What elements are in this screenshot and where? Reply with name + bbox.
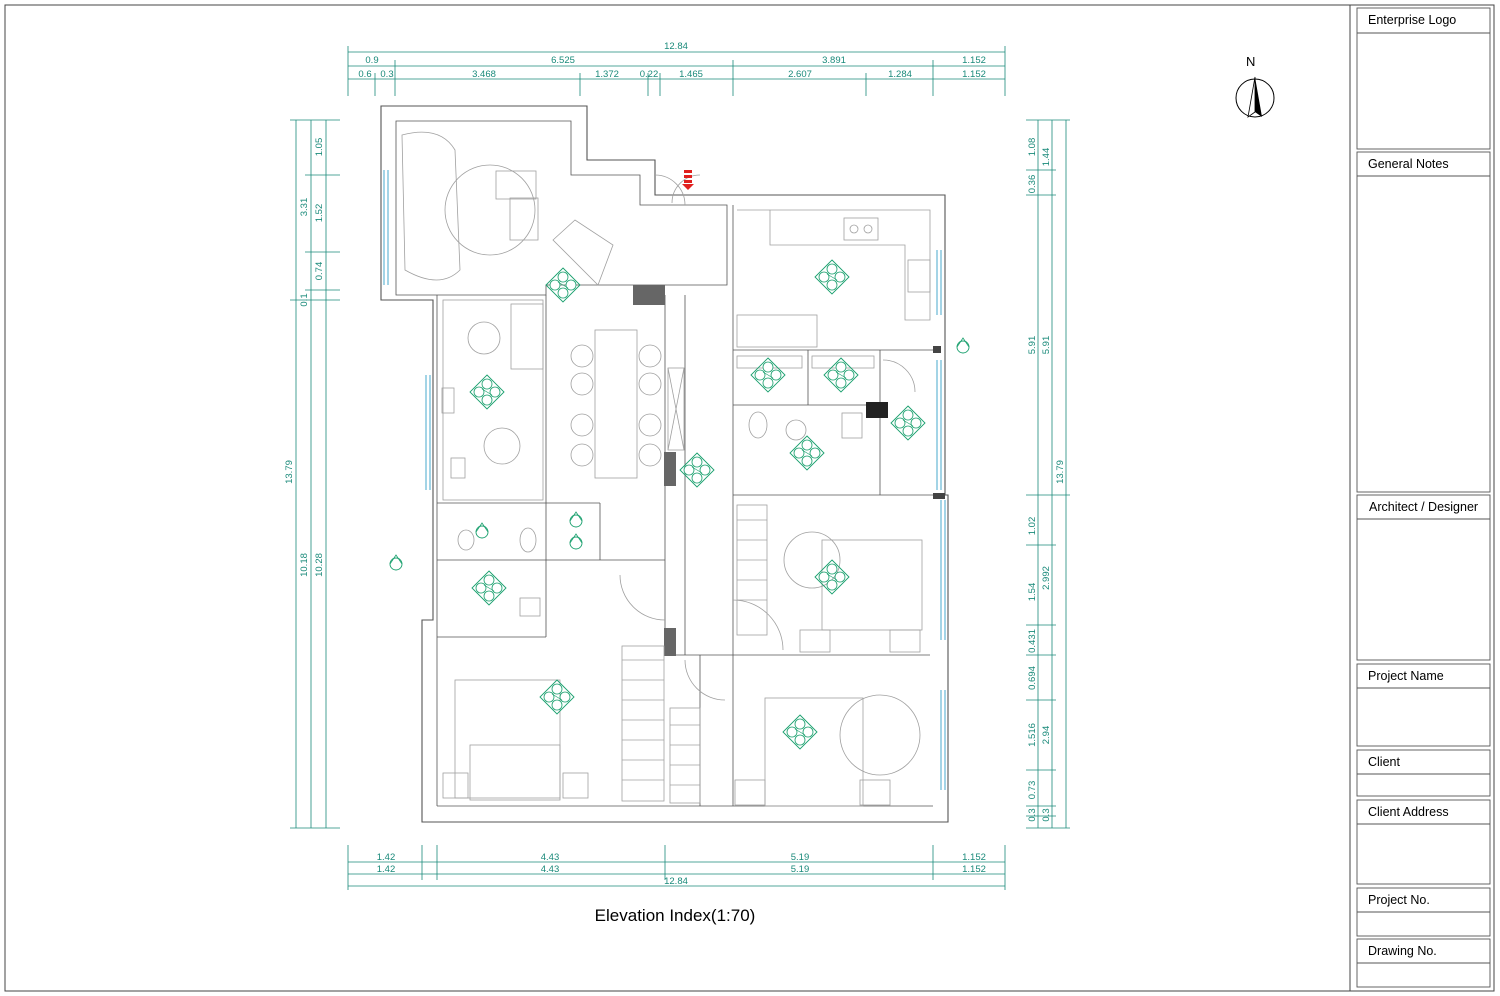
dim-right-mid: 2.94 [1041, 726, 1052, 745]
drawing-no-label: Drawing No. [1368, 944, 1437, 958]
dim-right-detail: 0.694 [1027, 666, 1038, 690]
entry-arrow-icon [682, 170, 694, 190]
dim-bottom-r2: 5.19 [791, 864, 810, 875]
dim-bottom-r1: 1.152 [962, 852, 986, 863]
dim-top-r2: 2.607 [788, 69, 812, 80]
dim-top-r2: 0.3 [380, 69, 393, 80]
client-label: Client [1368, 755, 1400, 769]
dim-top-r1: 0.9 [365, 55, 378, 66]
dim-top-r1: 6.525 [551, 55, 575, 66]
dim-left-detail: 0.74 [314, 262, 325, 281]
dim-right-detail: 0.431 [1027, 629, 1038, 653]
dim-bottom-total: 12.84 [664, 876, 688, 887]
dim-top-r2: 1.372 [595, 69, 619, 80]
dim-bottom-r1: 5.19 [791, 852, 810, 863]
dim-right-mid: 5.91 [1041, 336, 1052, 355]
dim-left-detail: 0.1 [299, 293, 310, 306]
floor-plan [380, 105, 949, 823]
project-no-label: Project No. [1368, 893, 1430, 907]
sheet-border [4, 4, 1495, 992]
dimension-lines [290, 46, 1070, 890]
dim-top-r2: 0.6 [358, 69, 371, 80]
project-name-label: Project Name [1368, 669, 1444, 683]
dim-left-detail: 1.05 [314, 138, 325, 157]
enterprise-logo-label: Enterprise Logo [1368, 13, 1457, 27]
dim-top-r2: 3.468 [472, 69, 496, 80]
dim-right-detail: 5.91 [1027, 336, 1038, 355]
dim-right-detail: 0.3 [1027, 808, 1038, 821]
dim-left-detail: 1.52 [314, 204, 325, 223]
dim-top-r2: 1.152 [962, 69, 986, 80]
dim-left-mid: 10.18 [299, 553, 310, 577]
drawing-title: Elevation Index(1:70) [594, 906, 756, 925]
dim-top-r2: 1.284 [888, 69, 912, 80]
dim-top-total: 12.84 [664, 41, 688, 52]
north-label: N [1246, 54, 1256, 69]
dim-top-r2: 1.465 [679, 69, 703, 80]
title-block [1356, 7, 1491, 988]
dim-bottom-r1: 4.43 [541, 852, 560, 863]
dim-top-r2: 0.22 [640, 69, 659, 80]
dim-right-detail: 0.73 [1027, 781, 1038, 800]
dim-right-detail: 0.3 [1041, 808, 1052, 821]
elevation-index-markers [389, 259, 970, 750]
general-notes-label: General Notes [1368, 157, 1449, 171]
dim-left-total: 13.79 [284, 460, 295, 484]
dim-right-total: 13.79 [1055, 460, 1066, 484]
dim-bottom-r2: 1.152 [962, 864, 986, 875]
dim-right-detail: 1.54 [1027, 583, 1038, 602]
north-arrow-icon [1235, 76, 1275, 118]
dim-right-mid: 2.992 [1041, 566, 1052, 590]
dim-right-detail: 0.36 [1027, 175, 1038, 194]
dim-right-mid: 1.44 [1041, 148, 1052, 167]
dim-bottom-r1: 1.42 [377, 852, 396, 863]
client-address-label: Client Address [1368, 805, 1449, 819]
dim-left-detail: 10.28 [314, 553, 325, 577]
dimension-labels: 12.84 0.9 6.525 3.891 1.152 0.6 0.3 3.46… [284, 41, 1066, 887]
dim-right-detail: 1.516 [1027, 723, 1038, 747]
dim-bottom-r2: 4.43 [541, 864, 560, 875]
dim-right-detail: 1.08 [1027, 138, 1038, 157]
dim-right-detail: 1.02 [1027, 517, 1038, 536]
dim-top-r1: 1.152 [962, 55, 986, 66]
dim-bottom-r2: 1.42 [377, 864, 396, 875]
dim-left-mid: 3.31 [299, 198, 310, 217]
dim-top-r1: 3.891 [822, 55, 846, 66]
architect-label: Architect / Designer [1369, 500, 1479, 514]
